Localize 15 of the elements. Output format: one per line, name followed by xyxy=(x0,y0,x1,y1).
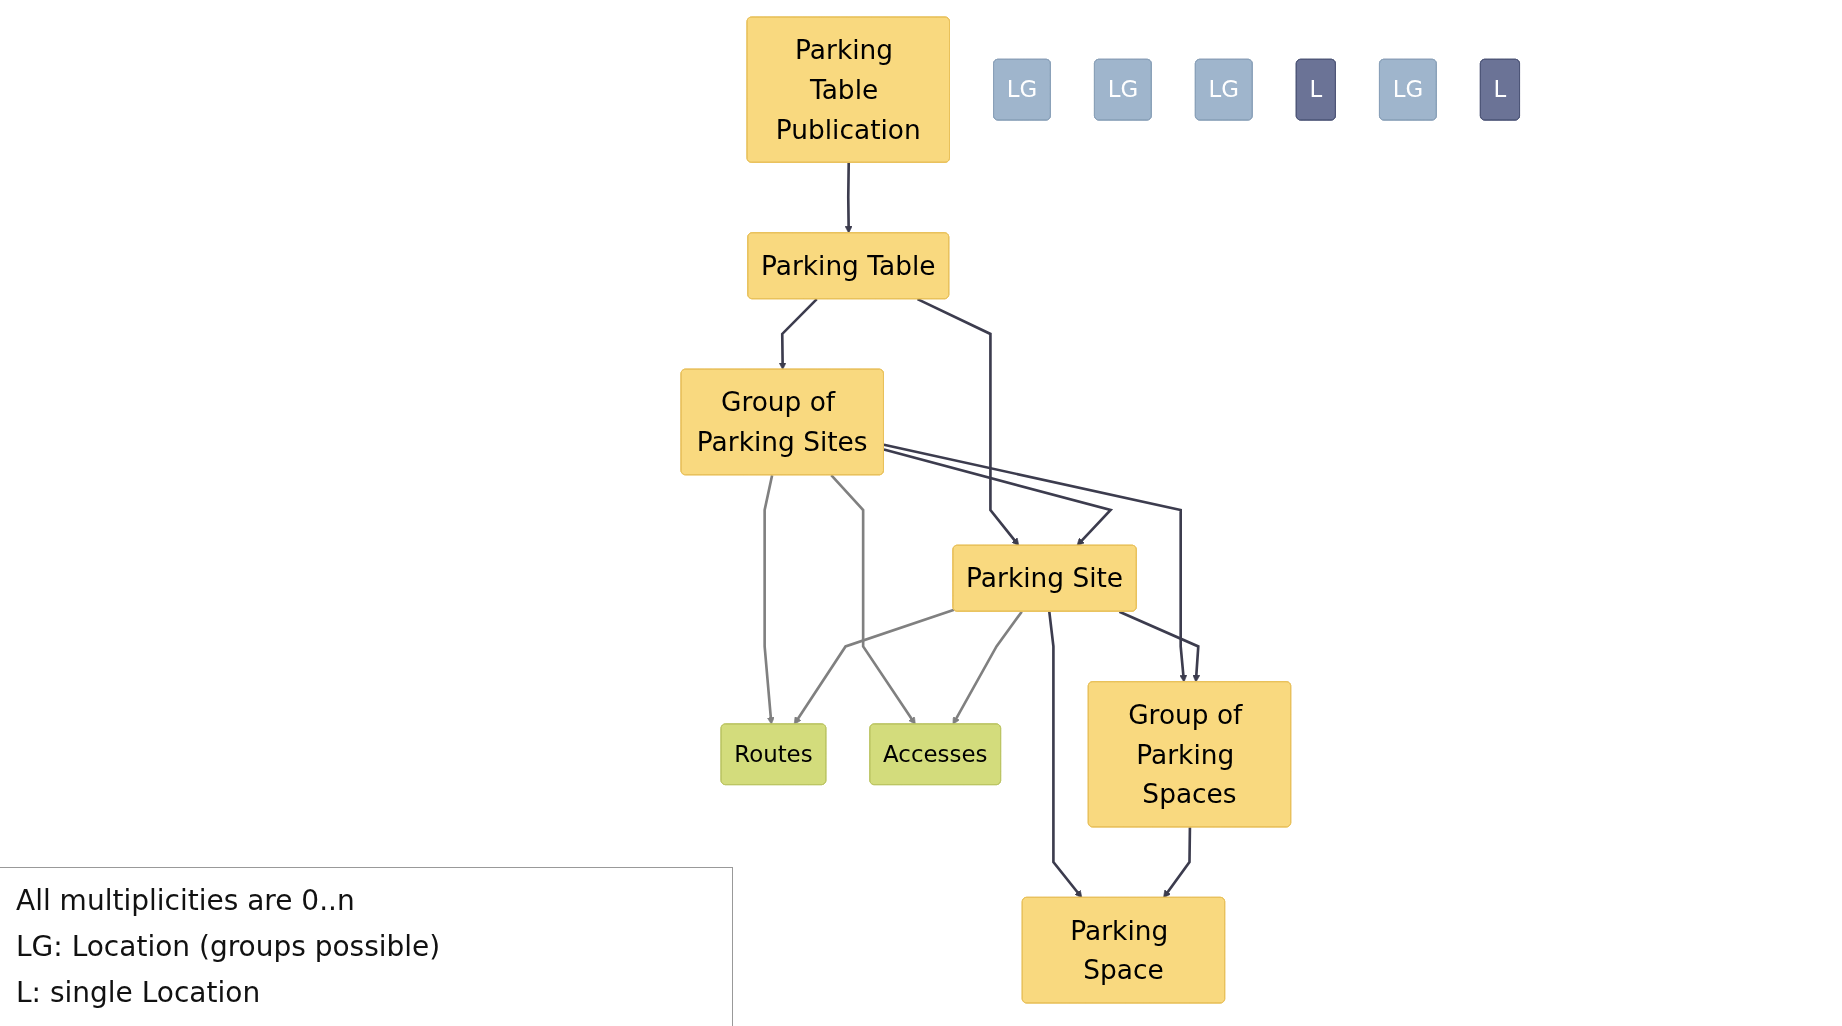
arrow xyxy=(883,448,1113,546)
arrow xyxy=(829,474,916,725)
arrow xyxy=(1162,827,1191,899)
arrow xyxy=(1118,610,1200,683)
arrow xyxy=(916,297,1019,546)
arrow xyxy=(778,298,818,370)
arrow xyxy=(952,610,1023,725)
legend-note: All multiplicities are 0..n xyxy=(16,883,356,919)
arrow xyxy=(844,162,853,234)
legend-note: L: single Location xyxy=(16,975,262,1011)
arrow xyxy=(763,474,775,725)
arrow xyxy=(793,608,955,725)
arrow xyxy=(883,443,1187,683)
arrow xyxy=(1047,611,1082,899)
legend-note: LG: Location (groups possible) xyxy=(16,929,442,965)
